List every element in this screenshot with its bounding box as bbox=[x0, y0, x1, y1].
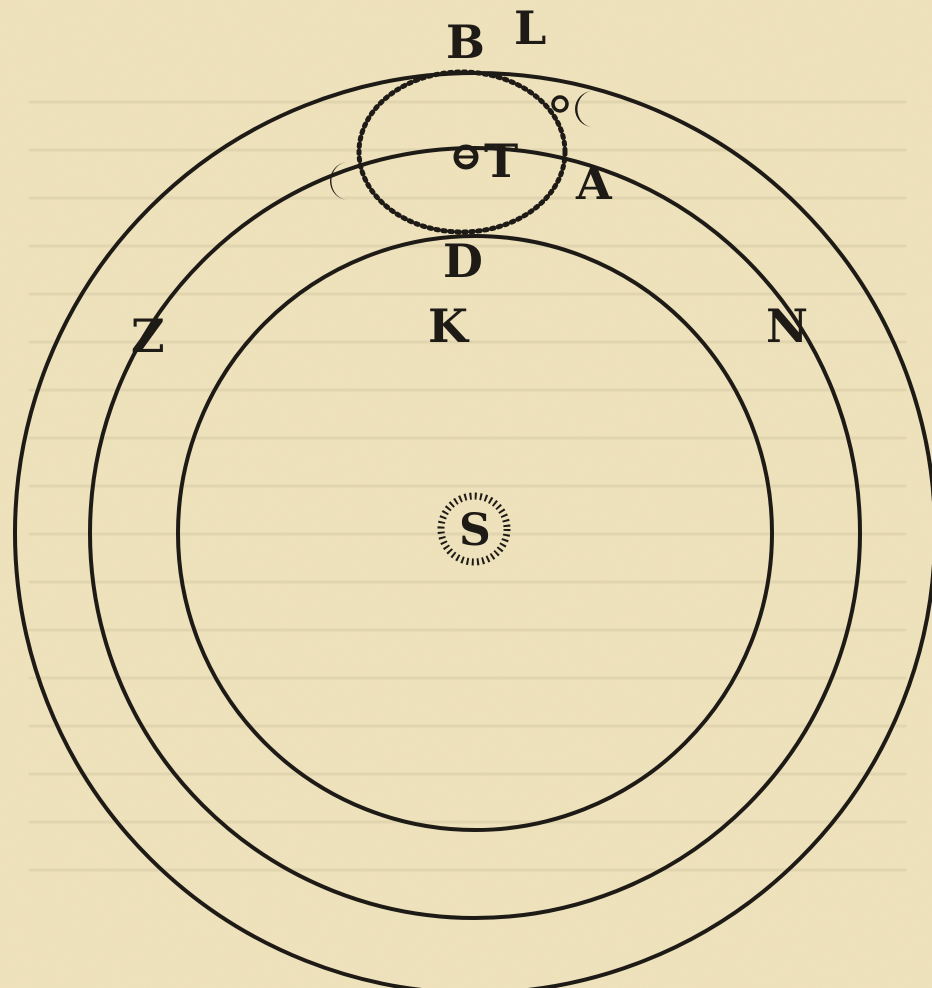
earth-orbit bbox=[88, 146, 862, 920]
moon-small-circle-icon bbox=[551, 95, 569, 113]
label-a: A bbox=[575, 156, 613, 210]
label-s: S bbox=[459, 505, 491, 556]
label-b: B bbox=[446, 15, 485, 69]
label-t: T bbox=[484, 134, 518, 188]
sun-dotted-ring bbox=[437, 492, 511, 566]
moon-orbit-dotted bbox=[356, 69, 568, 235]
inner-orbit bbox=[176, 234, 774, 832]
label-l: L bbox=[514, 1, 546, 55]
label-k: K bbox=[428, 299, 470, 353]
earth-symbol-icon bbox=[453, 144, 479, 170]
bleed-through-lines bbox=[28, 100, 907, 872]
label-d: D bbox=[443, 234, 483, 288]
label-n: N bbox=[766, 299, 808, 353]
label-z: Z bbox=[131, 309, 165, 363]
